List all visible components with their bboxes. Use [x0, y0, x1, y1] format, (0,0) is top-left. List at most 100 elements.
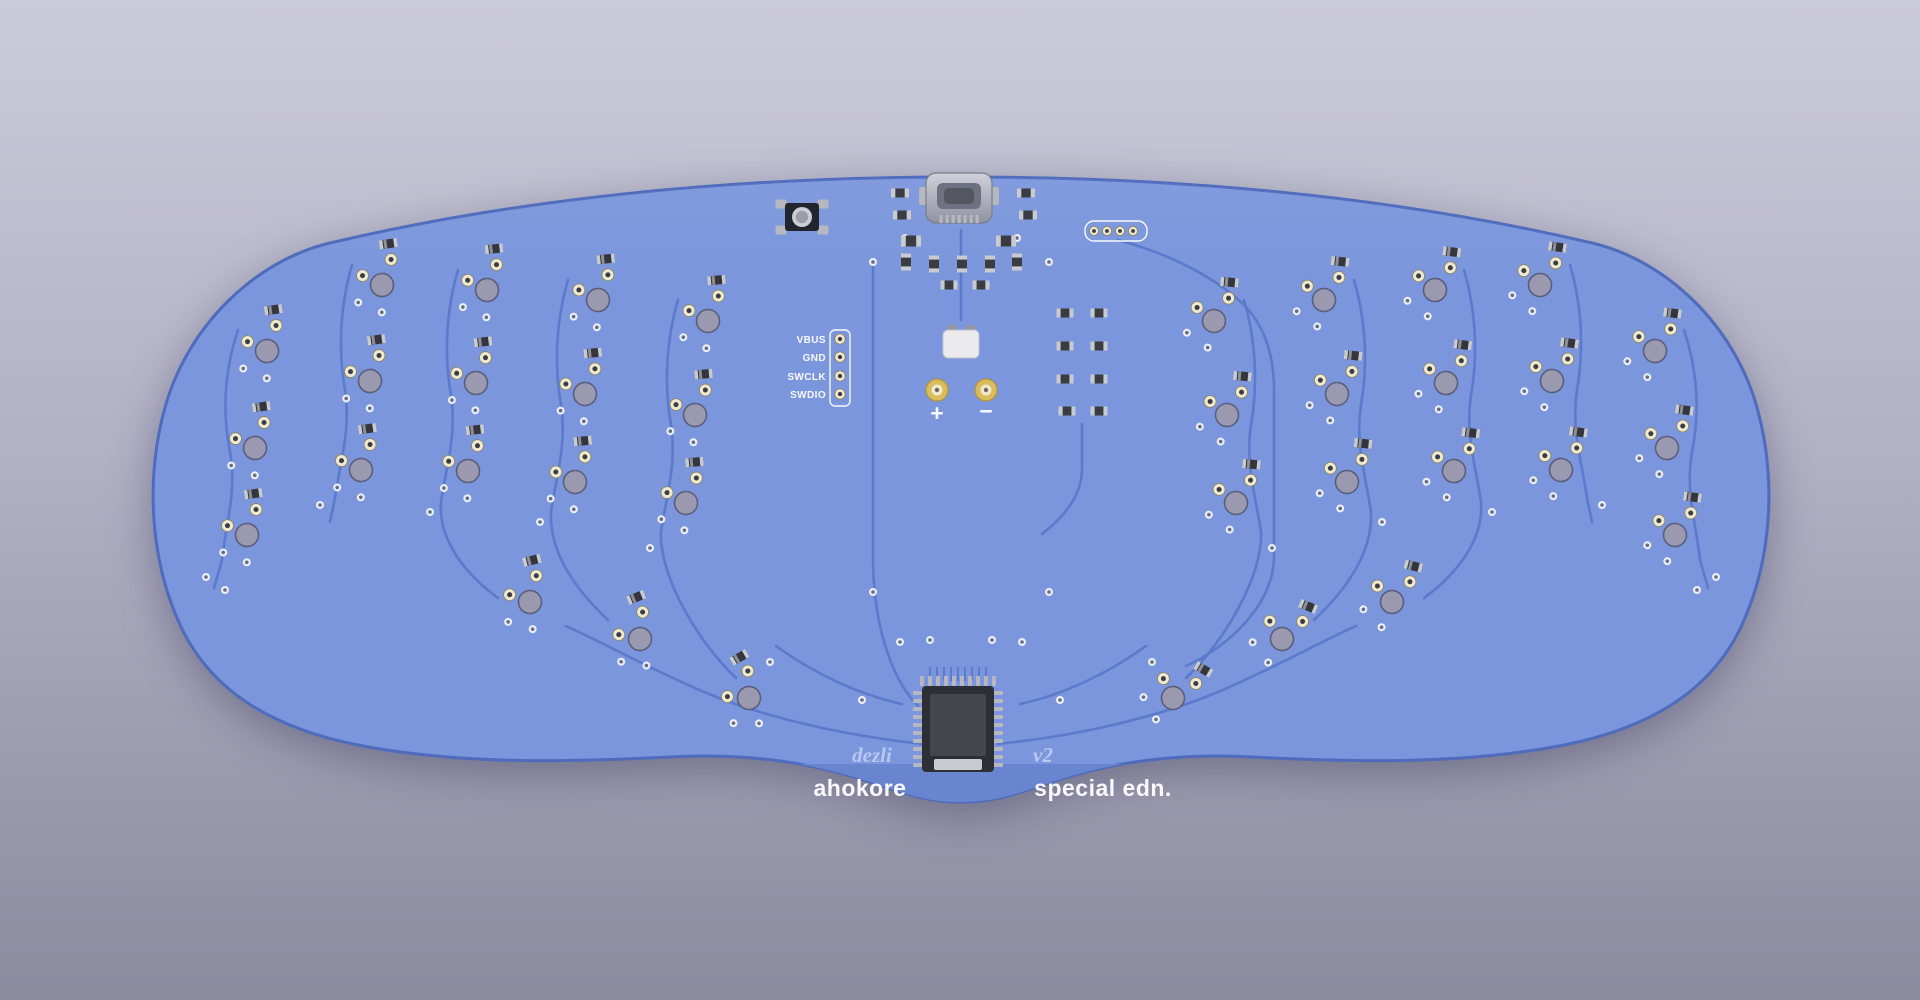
chip-pin — [993, 739, 1003, 743]
smd-body — [1012, 253, 1022, 271]
smd-end — [901, 253, 911, 258]
usb-slot — [944, 188, 974, 204]
silk-debug-label-vbus: VBUS — [797, 335, 826, 346]
switch-footprints — [219, 238, 1702, 728]
plated-hole-center — [1216, 486, 1222, 492]
switch-center-hole — [1422, 277, 1448, 303]
smd-end — [1011, 235, 1016, 247]
smd-part — [1056, 341, 1074, 351]
chip-pin — [913, 763, 923, 767]
diode-end — [587, 435, 593, 445]
chip-pin — [913, 691, 923, 695]
diode — [1233, 370, 1252, 382]
diode-end — [1311, 604, 1319, 614]
smd-part — [1058, 406, 1076, 416]
switch-footprint — [1248, 598, 1319, 667]
silk-edition: special edn. — [1034, 775, 1172, 801]
plated-hole-center — [673, 402, 679, 408]
plated-hole-center — [507, 592, 513, 598]
via-center — [1637, 456, 1642, 461]
smd-part — [929, 255, 939, 273]
diode-end — [1467, 340, 1473, 351]
diode-end — [1442, 246, 1447, 256]
smd-end — [1056, 308, 1061, 318]
plated-hole-center — [1374, 583, 1380, 589]
diode-end — [597, 347, 603, 357]
via-center — [1047, 260, 1051, 264]
diode — [1242, 458, 1261, 470]
smd-end — [891, 188, 896, 198]
switch-footprint — [1529, 426, 1588, 501]
plated-hole-center — [493, 262, 500, 268]
switch-center-hole — [517, 589, 543, 615]
silk-plus-label: + — [930, 400, 943, 426]
diode-cathode-band — [1407, 560, 1413, 571]
via-center — [1625, 359, 1630, 364]
via-center — [244, 560, 249, 565]
diode — [626, 589, 647, 605]
switch-center-hole — [1527, 272, 1553, 298]
via-center — [1665, 559, 1670, 563]
plated-hole-center — [592, 366, 598, 372]
copper-trace — [1184, 298, 1263, 680]
via-center — [731, 721, 736, 725]
diode-end — [484, 245, 490, 255]
diode — [1343, 350, 1363, 361]
diode-end — [258, 488, 263, 498]
copper-trace — [774, 644, 904, 706]
smd-end — [1069, 308, 1074, 318]
diode-cathode-band — [1335, 256, 1340, 266]
via-center — [356, 300, 361, 305]
smd-end — [957, 268, 967, 273]
chip-trace-stub — [964, 667, 966, 681]
switch-center-hole — [736, 685, 762, 711]
plated-hole-center — [1680, 423, 1686, 429]
via-center — [558, 408, 563, 413]
switch-footprint — [657, 456, 704, 535]
via-center — [1695, 588, 1699, 592]
switch-center-hole — [234, 522, 260, 548]
via-center — [1405, 298, 1410, 303]
smd-end — [957, 255, 967, 260]
chip-trace-stub — [978, 667, 980, 681]
switch-footprint — [1643, 491, 1702, 566]
silk-board-name: ahokore — [814, 775, 907, 801]
smd-body — [1056, 374, 1074, 384]
chip-trace-stub — [985, 667, 987, 681]
smd-end — [972, 280, 977, 290]
via-center — [1294, 309, 1299, 314]
diode-end — [536, 553, 542, 564]
chip-pin — [993, 723, 1003, 727]
switch-footprint — [1623, 307, 1682, 382]
switch-footprint — [1204, 458, 1261, 534]
usb-c-connector — [919, 172, 999, 224]
plated-hole-center — [1688, 510, 1694, 516]
diode-end — [1547, 241, 1553, 251]
diode-end — [1461, 427, 1466, 437]
chip-pin — [944, 676, 948, 686]
diode-end — [685, 458, 690, 468]
smd-body — [893, 210, 911, 220]
diode-end — [1220, 276, 1225, 287]
switch-center-hole — [1269, 626, 1295, 652]
chip-pin — [913, 731, 923, 735]
plated-hole-center — [605, 272, 611, 278]
smd-end — [985, 255, 995, 260]
diode-end — [1403, 559, 1410, 570]
switch-footprint — [219, 488, 263, 567]
silk-brand-script: dezli — [852, 743, 892, 767]
switch-center-hole — [627, 626, 653, 652]
smd-body — [940, 280, 958, 290]
plated-hole-center — [1304, 283, 1310, 289]
via-center — [1530, 309, 1535, 313]
aux-header-silk — [1084, 220, 1148, 242]
diode-end — [1662, 307, 1668, 317]
via-center — [1266, 660, 1270, 665]
via-center — [572, 507, 576, 512]
switch-footprint — [1195, 370, 1252, 446]
chip-pin — [913, 739, 923, 743]
switch-footprint — [1508, 241, 1567, 316]
plated-hole-center — [693, 475, 699, 481]
